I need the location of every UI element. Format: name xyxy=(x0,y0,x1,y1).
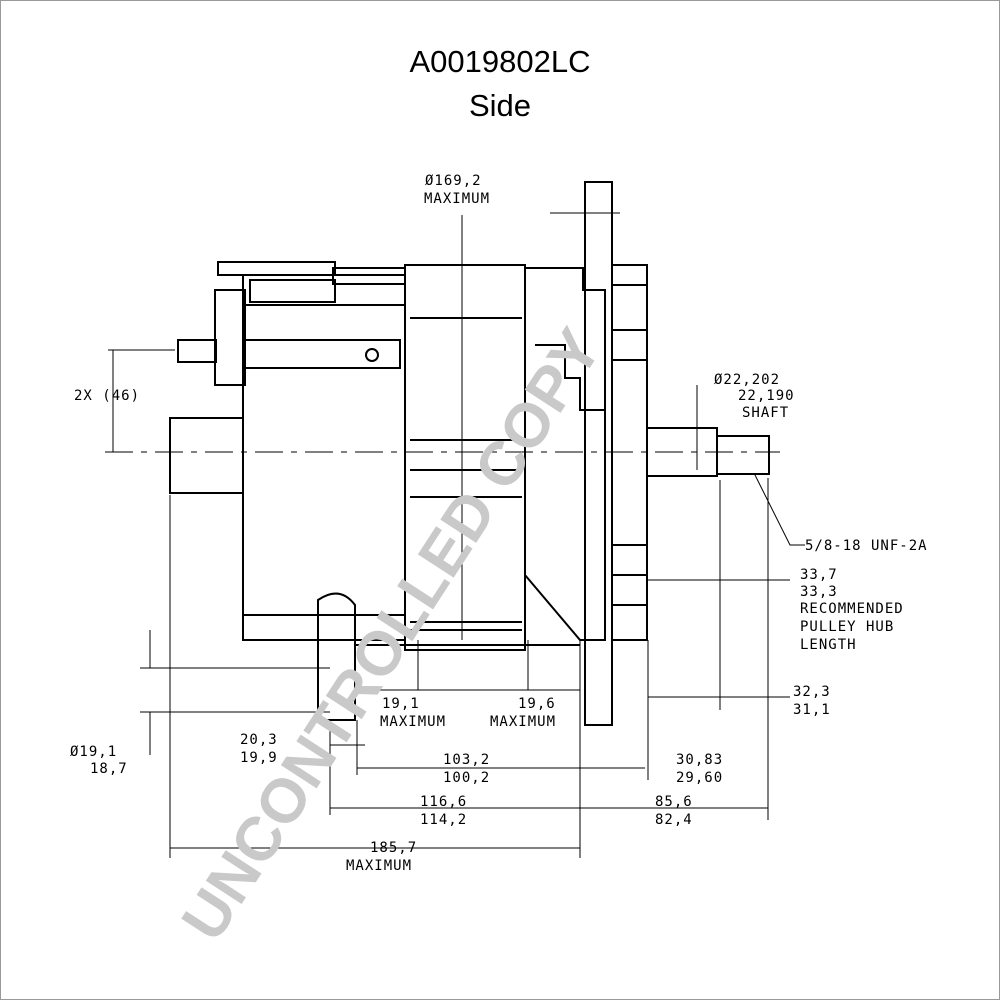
dim-19-6: 19,6 xyxy=(518,696,556,712)
dim-shaft-dia-a: Ø22,202 xyxy=(714,372,780,388)
dim-ear-dia-a: Ø19,1 xyxy=(70,744,117,760)
dim-ear-dia-b: 18,7 xyxy=(90,761,128,777)
threaded-end xyxy=(716,435,770,475)
dim-185-7-note: MAXIMUM xyxy=(346,858,412,874)
dim-100-2: 100,2 xyxy=(443,770,490,786)
rear-rim xyxy=(249,279,336,303)
dim-mount-spacing: 2X (46) xyxy=(74,388,140,404)
top-fins xyxy=(217,261,336,276)
dim-103-2: 103,2 xyxy=(443,752,490,768)
dim-185-7: 185,7 xyxy=(370,840,417,856)
dim-diameter-max: Ø169,2 xyxy=(425,173,482,189)
rear-mounting-ear xyxy=(317,592,356,721)
dim-hub-a: 33,7 xyxy=(800,567,838,583)
dim-19-9: 19,9 xyxy=(240,750,278,766)
dim-19-1-note: MAXIMUM xyxy=(380,714,446,730)
view-subtitle: Side xyxy=(468,88,532,123)
front-mounting-ear xyxy=(584,181,613,726)
dim-32-3: 32,3 xyxy=(793,684,831,700)
dim-hub-note-2: PULLEY HUB xyxy=(800,619,894,635)
dim-hub-note-1: RECOMMENDED xyxy=(800,601,904,617)
dim-shaft-dia-b: 22,190 xyxy=(738,388,795,404)
dim-31-1: 31,1 xyxy=(793,702,831,718)
terminal-nut xyxy=(177,339,217,363)
rear-bearing-boss xyxy=(169,417,244,494)
dim-shaft-label: SHAFT xyxy=(742,405,789,421)
dim-30-83: 30,83 xyxy=(676,752,723,768)
dim-29-60: 29,60 xyxy=(676,770,723,786)
dim-diameter-max-note: MAXIMUM xyxy=(424,191,490,207)
dim-85-6: 85,6 xyxy=(655,794,693,810)
drawing-title: A0019802LC xyxy=(409,44,591,79)
dim-114-2: 114,2 xyxy=(420,812,467,828)
dim-hub-b: 33,3 xyxy=(800,584,838,600)
dim-82-4: 82,4 xyxy=(655,812,693,828)
dim-20-3: 20,3 xyxy=(240,732,278,748)
rear-housing xyxy=(242,274,406,641)
dim-19-6-note: MAXIMUM xyxy=(490,714,556,730)
dim-19-1: 19,1 xyxy=(382,696,420,712)
stator-section xyxy=(404,264,526,651)
dim-116-6: 116,6 xyxy=(420,794,467,810)
dim-hub-note-3: LENGTH xyxy=(800,637,857,653)
dim-thread: 5/8-18 UNF-2A xyxy=(805,538,928,554)
through-bolt xyxy=(244,339,401,369)
terminal-block xyxy=(214,289,246,386)
